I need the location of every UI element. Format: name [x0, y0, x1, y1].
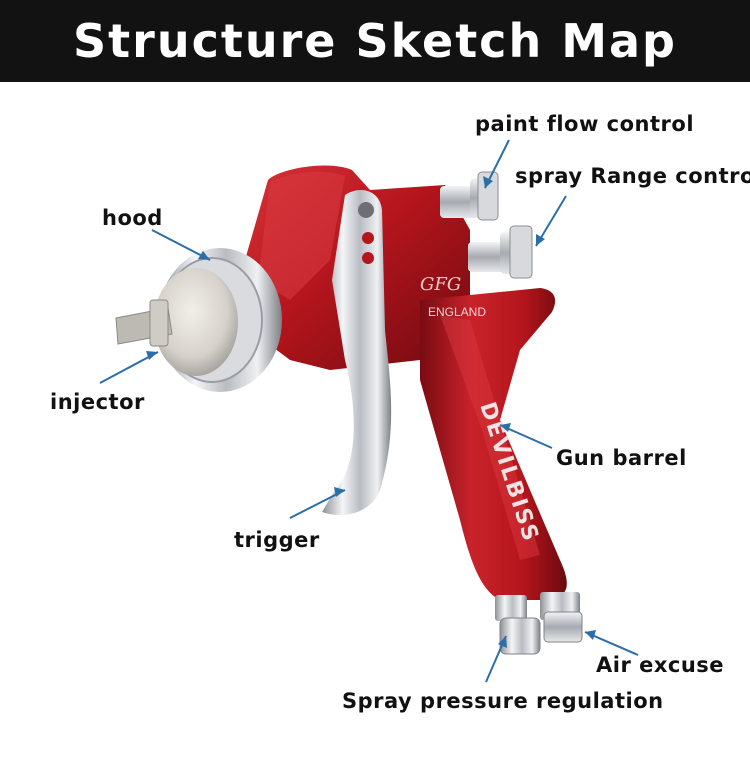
label-air-excuse: Air excuse [596, 653, 725, 677]
page-title: Structure Sketch Map [73, 14, 677, 68]
gun-origin-text: ENGLAND [428, 305, 486, 319]
paint-flow-control-knob [440, 171, 499, 221]
trigger-lever [322, 190, 392, 516]
label-spray-range-control: spray Range control [515, 164, 750, 188]
leader-arrowheads [146, 176, 596, 648]
leader-hood [151, 229, 211, 261]
title-banner: Structure Sketch Map [0, 0, 750, 82]
spray-pressure-regulation-fitting [495, 595, 541, 655]
label-gun-barrel: Gun barrel [556, 446, 687, 470]
label-spray-pressure-regulation: Spray pressure regulation [342, 689, 664, 713]
label-injector: injector [50, 390, 145, 414]
injector-horns [115, 299, 173, 347]
gun-model-text: GFG [420, 274, 461, 295]
hood-air-cap [154, 248, 282, 392]
label-hood: hood [102, 206, 163, 230]
air-excuse-fitting [540, 592, 583, 643]
gun-barrel-handle [420, 288, 567, 600]
label-trigger: trigger [234, 528, 320, 552]
spray-range-control-knob [468, 225, 533, 279]
label-paint-flow-control: paint flow control [475, 112, 695, 136]
